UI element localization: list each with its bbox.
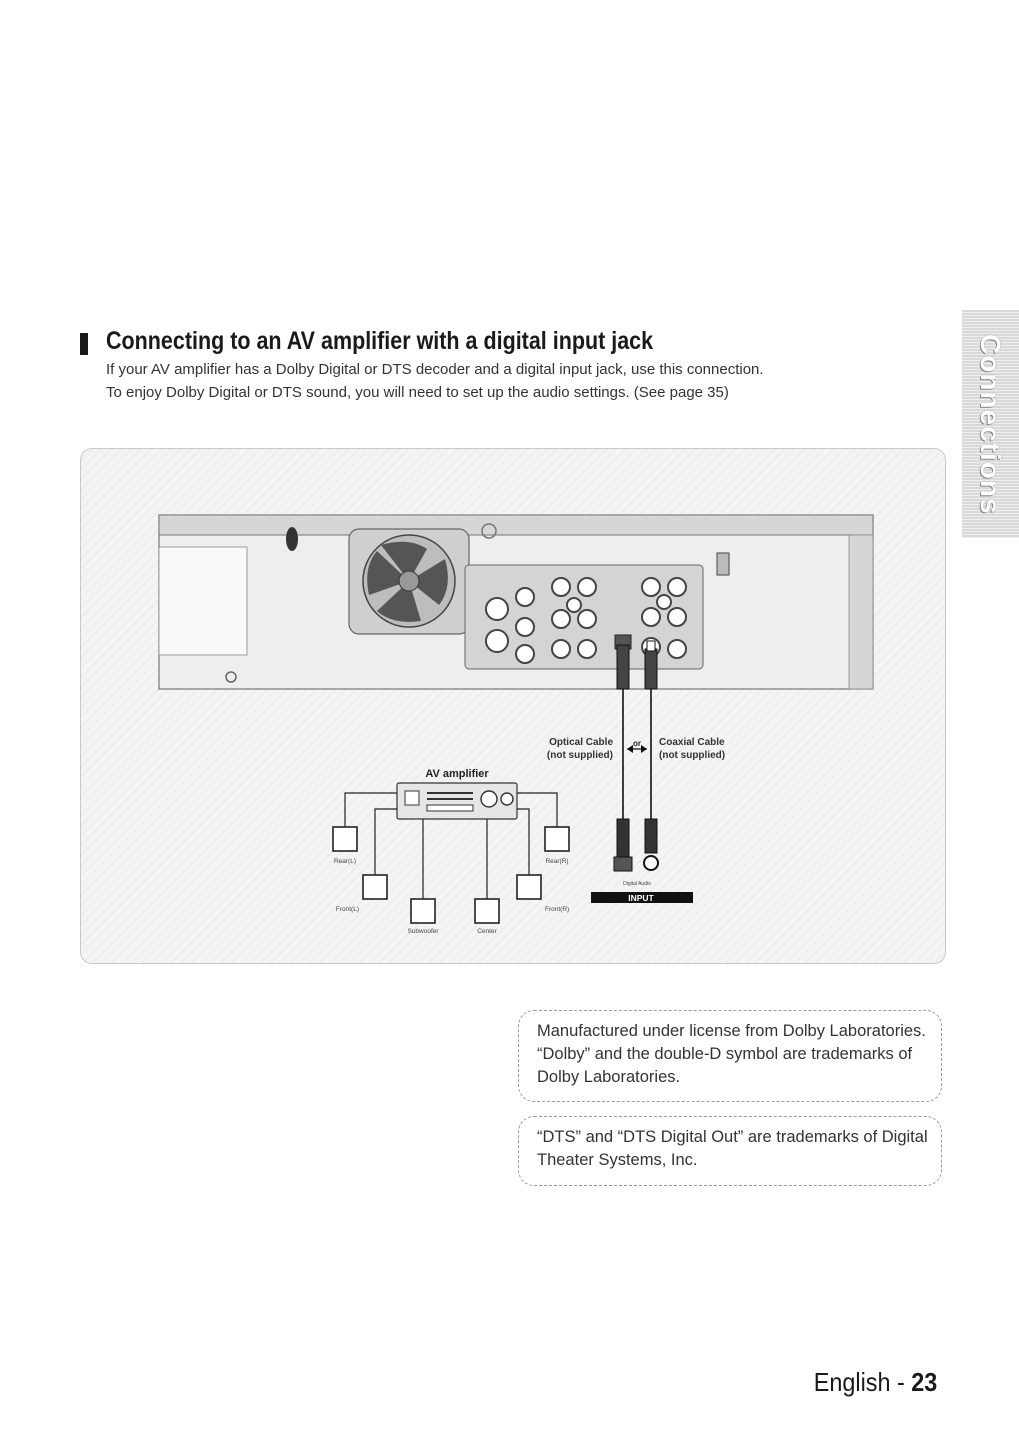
or-label: or [633, 739, 641, 748]
dvd-recorder-rear-panel [158, 514, 874, 690]
rf-connector-icon [286, 527, 298, 551]
power-inlet-icon [716, 552, 730, 576]
speaker-wires [344, 792, 558, 899]
center-label: Center [477, 928, 497, 935]
front-l-speaker-icon [362, 874, 388, 900]
screw-icon [225, 671, 237, 683]
connection-diagram: or Optical Cable (not supplied) Coaxial … [80, 448, 946, 964]
page-number: 23 [910, 1367, 937, 1397]
rear-r-speaker-icon [544, 826, 570, 852]
cable-plugs-bottom [613, 818, 659, 872]
front-l-label: Front(L) [336, 906, 359, 913]
front-r-speaker-icon [516, 874, 542, 900]
optical-cable-label: Optical Cable [549, 737, 613, 748]
or-arrow-icon [627, 745, 647, 753]
dolby-notice: Manufactured under license from Dolby La… [518, 1010, 942, 1102]
intro-line-1: If your AV amplifier has a Dolby Digital… [106, 361, 764, 378]
dts-notice: “DTS” and “DTS Digital Out” are trademar… [518, 1116, 942, 1186]
av-jack-panel [464, 564, 704, 670]
side-tab-connections: Connections [962, 310, 1019, 538]
rear-l-speaker-icon [332, 826, 358, 852]
av-amplifier-label: AV amplifier [425, 768, 489, 780]
page-separator: - [890, 1367, 911, 1397]
center-speaker-icon [474, 898, 500, 924]
coaxial-cable-note: (not supplied) [659, 750, 725, 761]
rear-l-label: Rear(L) [334, 858, 356, 865]
intro-line-2: To enjoy Dolby Digital or DTS sound, you… [106, 384, 729, 401]
subwoofer-label: Subwoofer [407, 928, 439, 935]
front-r-label: Front(R) [545, 906, 569, 913]
input-bar [591, 892, 693, 903]
subwoofer-speaker-icon [410, 898, 436, 924]
side-tab-label: Connections [975, 333, 1006, 515]
coaxial-cable-label: Coaxial Cable [659, 737, 725, 748]
section-marker [80, 333, 88, 355]
page-language: English [813, 1367, 891, 1397]
optical-cable-note: (not supplied) [547, 750, 613, 761]
cooling-fan-icon [348, 528, 470, 635]
diagram-svg: or Optical Cable (not supplied) Coaxial … [158, 514, 874, 935]
av-amplifier-icon [396, 782, 518, 820]
section-title: Connecting to an AV amplifier with a dig… [106, 327, 654, 355]
intro-text: If your AV amplifier has a Dolby Digital… [106, 358, 764, 404]
cable-plugs-top [616, 640, 658, 690]
input-label: INPUT [628, 893, 654, 903]
page-footer: English - 23 [813, 1367, 937, 1398]
digital-audio-label: Digital Audio [623, 881, 651, 887]
rear-r-label: Rear(R) [545, 858, 568, 865]
